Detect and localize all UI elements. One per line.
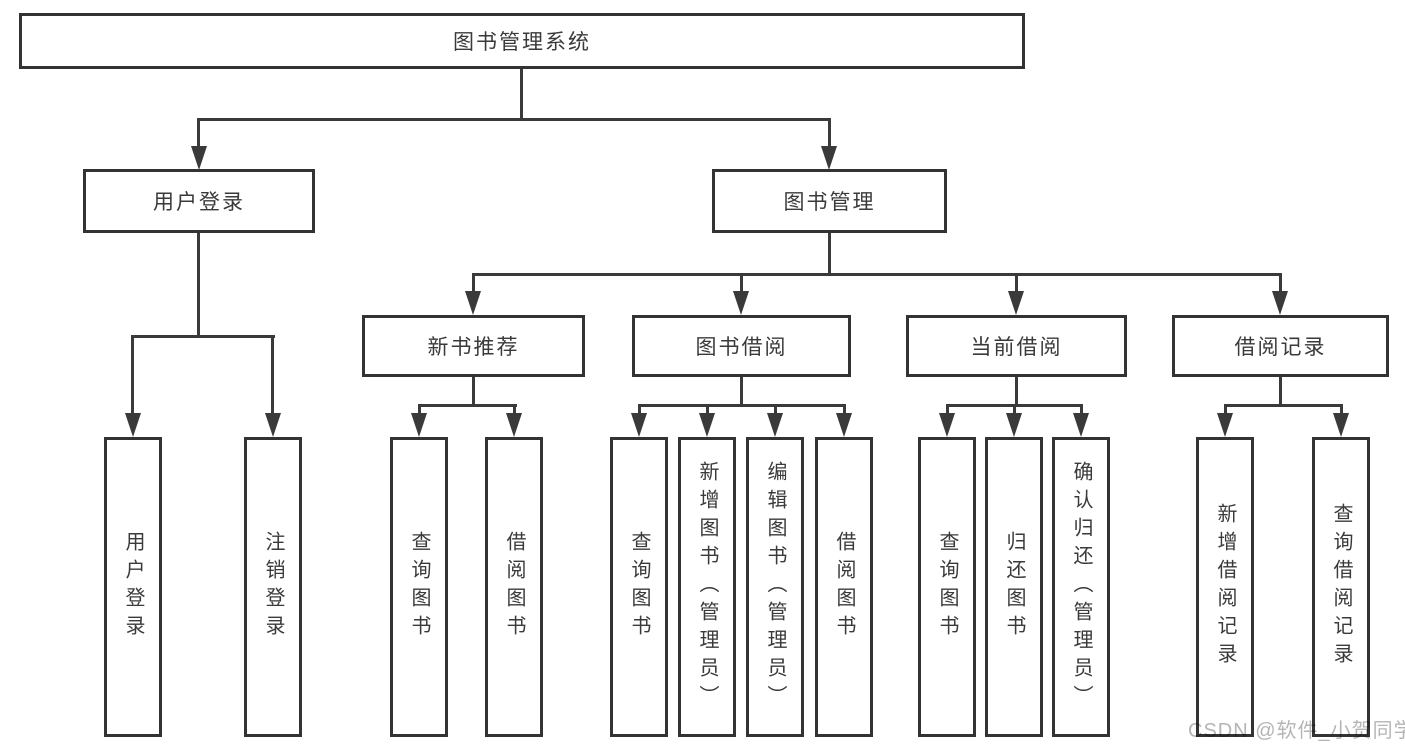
- node-book-borrow: 图书借阅: [632, 315, 851, 377]
- connector-to-book-borrow: [740, 273, 743, 293]
- node-new-book-label: 新书推荐: [427, 336, 520, 359]
- connector-borrow-records-rail: [1224, 404, 1342, 407]
- node-borrow-records: 借阅记录: [1172, 315, 1389, 377]
- node-borrow-records-label: 借阅记录: [1234, 336, 1327, 359]
- node-new-book: 新书推荐: [362, 315, 585, 377]
- connector-to-user-login: [197, 118, 200, 148]
- leaf-confirm-return-admin: 确认归还（管理员）: [1052, 437, 1110, 737]
- arrowhead-book-borrow: [733, 291, 749, 315]
- arrowhead-leaf-add-record: [1217, 413, 1233, 437]
- leaf-query-borrow-record-label: 查询借阅记录: [1330, 503, 1352, 671]
- connector-borrow-records-stem: [1279, 377, 1282, 406]
- node-book-mgmt: 图书管理: [712, 169, 947, 233]
- connector-book-borrow-rail: [638, 404, 846, 407]
- leaf-edit-book-admin: 编辑图书（管理员）: [746, 437, 804, 737]
- leaf-add-borrow-record: 新增借阅记录: [1196, 437, 1254, 737]
- leaf-query-books-2-label: 查询图书: [628, 531, 650, 643]
- node-root-system: 图书管理系统: [19, 13, 1025, 69]
- leaf-query-books-1-label: 查询图书: [408, 531, 430, 643]
- arrowhead-leaf-query1: [411, 413, 427, 437]
- leaf-query-books-1: 查询图书: [390, 437, 448, 737]
- leaf-user-login: 用户登录: [104, 437, 162, 737]
- leaf-query-books-3-label: 查询图书: [936, 531, 958, 643]
- connector-to-leaf-add-record: [1224, 404, 1227, 416]
- leaf-borrow-books-1-label: 借阅图书: [503, 531, 525, 643]
- arrowhead-leaf-add-book: [699, 413, 715, 437]
- connector-level3-rail: [472, 273, 1282, 276]
- leaf-return-books-label: 归还图书: [1003, 531, 1025, 643]
- connector-to-leaf-logout: [271, 335, 274, 415]
- connector-to-leaf-borrow2: [843, 404, 846, 416]
- arrowhead-leaf-query-record: [1333, 413, 1349, 437]
- connector-to-new-book: [472, 273, 475, 293]
- arrowhead-leaf-confirm-return: [1073, 413, 1089, 437]
- connector-to-leaf-borrow1: [513, 404, 516, 416]
- node-user-login-label: 用户登录: [153, 191, 245, 214]
- connector-to-leaf-edit-book: [774, 404, 777, 416]
- arrowhead-leaf-return: [1006, 413, 1022, 437]
- node-root-label: 图书管理系统: [453, 31, 591, 54]
- connector-to-leaf-confirm-return: [1080, 404, 1083, 416]
- node-book-borrow-label: 图书借阅: [695, 336, 788, 359]
- arrowhead-leaf-query2: [631, 413, 647, 437]
- node-book-mgmt-label: 图书管理: [783, 191, 876, 214]
- connector-user-login-rail: [132, 335, 275, 338]
- connector-new-book-rail: [418, 404, 517, 407]
- leaf-add-book-admin: 新增图书（管理员）: [678, 437, 736, 737]
- arrowhead-new-book: [465, 291, 481, 315]
- arrowhead-user-login: [191, 146, 207, 170]
- connector-to-leaf-query-record: [1340, 404, 1343, 416]
- node-current-borrow-label: 当前借阅: [970, 336, 1063, 359]
- leaf-add-book-admin-label: 新增图书（管理员）: [696, 461, 718, 713]
- connector-to-current-borrow: [1015, 273, 1018, 293]
- leaf-confirm-return-admin-label: 确认归还（管理员）: [1070, 461, 1092, 713]
- csdn-watermark: CSDN @软件_小贺同学: [1188, 720, 1405, 742]
- arrowhead-book-mgmt: [821, 146, 837, 170]
- connector-to-borrow-records: [1279, 273, 1282, 293]
- arrowhead-borrow-records: [1272, 291, 1288, 315]
- arrowhead-leaf-logout: [265, 413, 281, 437]
- connector-root-stem: [520, 69, 523, 120]
- connector-new-book-stem: [472, 377, 475, 406]
- node-current-borrow: 当前借阅: [906, 315, 1127, 377]
- connector-to-leaf-login: [131, 335, 134, 415]
- leaf-borrow-books-2-label: 借阅图书: [833, 531, 855, 643]
- connector-to-book-mgmt: [828, 118, 831, 148]
- connector-user-login-stem: [197, 233, 200, 337]
- leaf-logout-label: 注销登录: [262, 531, 284, 643]
- leaf-user-login-label: 用户登录: [122, 531, 144, 643]
- arrowhead-leaf-borrow1: [506, 413, 522, 437]
- arrowhead-leaf-login: [125, 413, 141, 437]
- connector-to-leaf-query1: [418, 404, 421, 416]
- arrowhead-leaf-query3: [939, 413, 955, 437]
- leaf-query-books-3: 查询图书: [918, 437, 976, 737]
- connector-level1-rail: [197, 118, 831, 121]
- arrowhead-current-borrow: [1008, 291, 1024, 315]
- leaf-borrow-books-2: 借阅图书: [815, 437, 873, 737]
- leaf-add-borrow-record-label: 新增借阅记录: [1214, 503, 1236, 671]
- leaf-query-books-2: 查询图书: [610, 437, 668, 737]
- arrowhead-leaf-edit-book: [767, 413, 783, 437]
- leaf-query-borrow-record: 查询借阅记录: [1312, 437, 1370, 737]
- connector-book-borrow-stem: [740, 377, 743, 406]
- leaf-borrow-books-1: 借阅图书: [485, 437, 543, 737]
- connector-to-leaf-query3: [946, 404, 949, 416]
- arrowhead-leaf-borrow2: [836, 413, 852, 437]
- leaf-edit-book-admin-label: 编辑图书（管理员）: [764, 461, 786, 713]
- connector-to-leaf-query2: [638, 404, 641, 416]
- connector-to-leaf-return: [1013, 404, 1016, 416]
- connector-book-mgmt-stem: [828, 233, 831, 275]
- leaf-return-books: 归还图书: [985, 437, 1043, 737]
- connector-current-borrow-stem: [1015, 377, 1018, 406]
- connector-to-leaf-add-book: [706, 404, 709, 416]
- node-user-login: 用户登录: [83, 169, 315, 233]
- leaf-logout: 注销登录: [244, 437, 302, 737]
